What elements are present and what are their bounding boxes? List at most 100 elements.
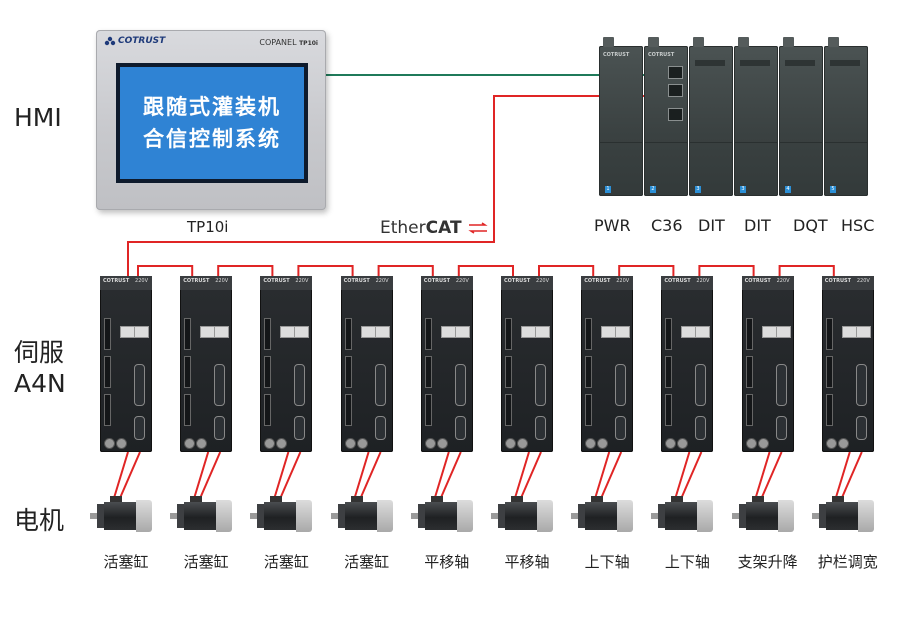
ethercat-link — [297, 265, 354, 276]
motor-shaft — [410, 513, 419, 519]
plc-module-led: 5 — [830, 186, 836, 193]
servo-voltage: 220V — [295, 278, 309, 284]
motor-flange — [498, 504, 505, 528]
ethercat-prefix: Ether — [380, 218, 426, 238]
motor-label: 平移轴 — [504, 553, 550, 571]
servo-voltage: 220V — [856, 278, 870, 284]
hmi-model: COPANEL TP10i — [259, 38, 318, 47]
servo-motor — [811, 496, 874, 536]
motor-cable — [353, 451, 370, 499]
servo-brand: COTRUST — [824, 278, 852, 284]
power-terminal-icon — [745, 318, 753, 350]
ethercat-label: EtherCAT — [380, 218, 489, 238]
ethercat-out-port-icon — [214, 326, 230, 338]
motor-label: 活塞缸 — [103, 553, 149, 571]
servo-motor — [330, 496, 393, 536]
screw-icon — [825, 438, 837, 449]
servo-daisy-chain — [137, 265, 835, 276]
motor-label: 护栏调宽 — [817, 553, 878, 571]
encoder-connector-icon — [535, 416, 546, 440]
row-label-motor: 电机 — [14, 506, 65, 535]
screw-icon — [505, 438, 516, 449]
brake-terminal-icon — [344, 394, 352, 426]
screw-icon — [436, 438, 448, 449]
ethercat-link — [377, 265, 434, 276]
motor-flange — [578, 504, 586, 528]
ethercat-in-port-icon — [841, 326, 857, 338]
motor-cable — [834, 451, 851, 499]
brake-terminal-icon — [665, 394, 673, 426]
motor-encoder-cap — [617, 500, 634, 532]
motor-terminal-icon — [104, 356, 111, 388]
motor-connector — [110, 496, 122, 502]
servo-voltage: 220V — [696, 278, 710, 284]
row-label-servo: 伺服 — [14, 338, 65, 367]
plc-module-header-strip — [695, 60, 725, 66]
motor-encoder-cap — [697, 500, 714, 532]
plc-module-header-strip — [785, 60, 815, 66]
motor-cable — [514, 451, 530, 499]
plc-module-label: HSC — [841, 216, 875, 235]
ethercat-link — [457, 265, 514, 276]
io-connector-icon — [294, 364, 306, 406]
screw-icon — [597, 438, 609, 449]
screw-icon — [585, 438, 597, 449]
hmi-screen: 跟随式灌装机 合信控制系统 — [120, 67, 304, 179]
motor-terminal-icon — [825, 356, 833, 388]
motor-flange — [417, 504, 425, 528]
encoder-connector-icon — [214, 416, 226, 440]
motor-connector — [430, 496, 443, 502]
motor-shaft — [491, 513, 499, 519]
encoder-connector-icon — [294, 416, 306, 440]
motor-cable — [520, 451, 542, 499]
servo-drive: COTRUST 220V — [821, 276, 874, 452]
ethercat-out-port-icon — [374, 326, 390, 338]
motor-flange — [177, 504, 185, 528]
encoder-connector-icon — [134, 416, 145, 440]
ethernet-port-icon — [668, 84, 683, 97]
motor-cable — [680, 451, 703, 499]
plc-module-seam — [689, 142, 733, 143]
motor-shaft — [170, 513, 179, 519]
servo-brand: COTRUST — [504, 278, 531, 284]
ethercat-in-port-icon — [440, 326, 456, 338]
servo-motor — [731, 496, 794, 536]
motor-flange — [337, 504, 345, 528]
power-terminal-icon — [264, 318, 272, 350]
io-connector-icon — [374, 364, 386, 406]
ethercat-out-port-icon — [134, 326, 149, 338]
motor-body — [745, 502, 778, 530]
motor-body — [104, 502, 136, 530]
motor-cable — [760, 451, 783, 499]
ethercat-arrows-icon — [468, 222, 488, 234]
plc-module-led: 1 — [605, 186, 611, 193]
motor-label: 上下轴 — [584, 553, 630, 571]
servo-voltage: 220V — [135, 278, 148, 284]
hmi-model-name: COPANEL — [259, 38, 297, 47]
plc-module-label: DIT — [698, 216, 725, 235]
motor-encoder-cap — [456, 500, 473, 532]
motor-shaft — [250, 513, 259, 519]
encoder-connector-icon — [775, 416, 787, 440]
motor-body — [825, 502, 858, 530]
ethercat-out-port-icon — [775, 326, 791, 338]
servo-brand: COTRUST — [343, 278, 370, 284]
ethercat-link — [137, 265, 194, 276]
plc-module-seam — [824, 142, 868, 143]
encoder-connector-icon — [374, 416, 386, 440]
motor-cable — [279, 451, 302, 499]
servo-brand: COTRUST — [584, 278, 611, 284]
ethercat-link — [217, 265, 274, 276]
plc-module-clip — [603, 37, 614, 47]
motor-encoder-cap — [537, 500, 553, 532]
